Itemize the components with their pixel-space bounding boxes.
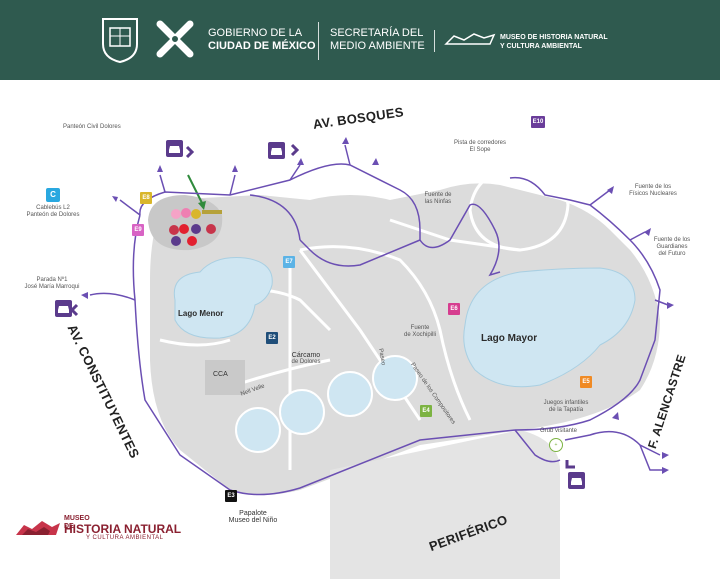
shield-icon — [102, 18, 138, 64]
label-fisicos-1: Fuente de los — [634, 184, 672, 190]
label-pista-2: El Sope — [469, 147, 491, 153]
museum-title: MUSEO DE HISTORIA NATURAL Y CULTURA AMBI… — [500, 33, 608, 51]
label-papalote-2: Museo del Niño — [228, 517, 278, 524]
parking-car-icon — [55, 300, 72, 317]
label-juegos-1: Juegos infantiles — [543, 400, 589, 406]
label-ninfas: Fuente de las Ninfas — [418, 192, 458, 206]
cablebus-icon: C — [46, 188, 60, 202]
label-carcamo-1: Cárcamo — [291, 352, 321, 359]
entrance-badge-e2: E2 — [266, 332, 278, 344]
entrance-badge-e3: E3 — [225, 490, 237, 502]
sec-line1: SECRETARÍA DEL — [330, 27, 424, 39]
bottom-logo-line3: Y CULTURA AMBIENTAL — [86, 535, 164, 541]
route-line — [89, 144, 669, 496]
header-divider — [318, 22, 319, 60]
carcamo-tanks — [235, 355, 418, 453]
entrance-badge-e4: E4 — [420, 405, 432, 417]
lago-menor — [173, 257, 273, 339]
park-area — [150, 183, 660, 496]
label-ninfas-2: las Ninfas — [424, 199, 452, 205]
label-panteon: Panteón Civil Dolores — [63, 124, 121, 130]
museum-line2: Y CULTURA AMBIENTAL — [500, 43, 582, 50]
label-cablebus-2: Panteón de Dolores — [26, 212, 80, 218]
entrance-badge-e8: E8 — [140, 192, 152, 204]
label-parada-2: José María Marroqui — [24, 284, 80, 290]
label-guardianes: Fuente de los Guardianes del Futuro — [644, 237, 700, 258]
direction-arrow-icon — [69, 143, 575, 469]
entrance-badge-e5: E5 — [580, 376, 592, 388]
label-lago-menor: Lago Menor — [178, 309, 224, 318]
museum-arrow-icon — [187, 174, 204, 206]
label-carcamo: Cárcamo de Dolores — [286, 352, 326, 366]
header-bar: GOBIERNO DE LA CIUDAD DE MÉXICO SECRETAR… — [0, 0, 720, 80]
label-papalote-1: Papalote — [239, 510, 267, 517]
label-parada-1: Parada Nº1 — [36, 277, 68, 283]
gov-line1: GOBIERNO DE LA — [208, 27, 303, 39]
label-lago-mayor: Lago Mayor — [481, 333, 538, 344]
header-divider — [434, 30, 435, 52]
label-guardianes-1: Fuente de los — [653, 237, 691, 243]
label-ninfas-1: Fuente de — [424, 192, 452, 198]
museum-arrow-head — [198, 201, 206, 210]
label-papalote: Papalote Museo del Niño — [225, 510, 281, 524]
museum-line1: MUSEO DE HISTORIA NATURAL — [500, 34, 608, 41]
parking-car-icon — [568, 472, 585, 489]
label-juegos-2: de la Tapatía — [548, 407, 584, 413]
label-xochipilli: Fuente de Xochipilli — [400, 325, 440, 339]
label-cca: CCA — [213, 371, 228, 378]
label-fisicos-2: Físicos Nucleares — [629, 191, 677, 197]
bus-stop-icon: + — [549, 438, 563, 452]
label-xochipilli-2: de Xochipilli — [403, 332, 437, 338]
cca-building — [205, 360, 245, 395]
museum-area — [148, 195, 223, 251]
gov-line2: CIUDAD DE MÉXICO — [208, 40, 316, 52]
museum-domes — [169, 208, 216, 246]
running-track — [468, 166, 570, 252]
museum-marker — [202, 210, 222, 214]
periferico-area — [330, 430, 560, 579]
route-arrows — [81, 137, 674, 474]
parking-car-icon — [166, 140, 183, 157]
entrance-badge-e9: E9 — [132, 224, 144, 236]
label-guardianes-2: Guardianes — [656, 244, 688, 250]
parking-car-icon — [268, 142, 285, 159]
sec-line2: MEDIO AMBIENTE — [330, 40, 425, 52]
sec-title: SECRETARÍA DEL MEDIO AMBIENTE — [330, 27, 425, 53]
label-pista-1: Pista de corredores — [453, 140, 507, 146]
cdmx-logo-icon — [156, 20, 194, 58]
label-carcamo-2: de Dolores — [291, 359, 321, 365]
label-cablebus-1: Cablebús L2 — [36, 205, 70, 211]
entrance-badge-e6: E6 — [448, 303, 460, 315]
entrance-badge-e7: E7 — [283, 256, 295, 268]
label-fisicos: Fuente de los Físicos Nucleares — [620, 184, 686, 198]
label-cablebus: Cablebús L2 Panteón de Dolores — [25, 205, 81, 219]
label-parada: Parada Nº1 José María Marroqui — [22, 277, 82, 291]
lago-mayor — [463, 267, 636, 388]
bottom-logo-line1: MUSEO DE — [64, 515, 90, 530]
label-grub: Grub visitante — [540, 428, 578, 434]
entrance-badge-e10: E10 — [531, 116, 545, 128]
label-pista: Pista de corredores El Sope — [450, 140, 510, 154]
bottom-logo-line2: HISTORIA NATURAL — [64, 522, 182, 536]
label-guardianes-3: del Futuro — [658, 251, 686, 257]
label-xochipilli-1: Fuente — [410, 325, 430, 331]
gov-title: GOBIERNO DE LA CIUDAD DE MÉXICO — [208, 27, 316, 53]
park-map — [69, 137, 674, 579]
museum-logo-icon — [16, 521, 60, 535]
museum-logo-icon — [444, 33, 496, 45]
label-juegos: Juegos infantiles de la Tapatía — [533, 400, 599, 414]
